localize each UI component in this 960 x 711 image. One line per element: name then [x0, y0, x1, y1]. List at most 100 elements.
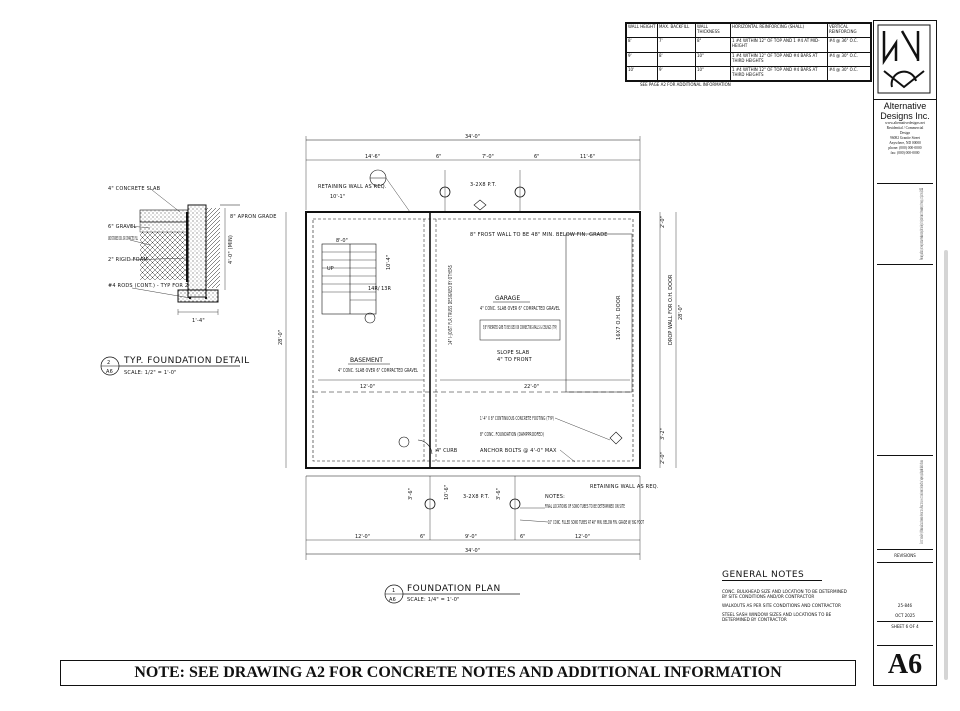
firerated-note: 5/8" FIRERATED GWB TO BE USED ON CONNECT… [483, 325, 557, 331]
retaining-bottom-label: RETAINING WALL AS REQ. [590, 484, 659, 490]
slope-label: SLOPE SLAB [497, 350, 530, 356]
curb-label: 4" CURB [436, 448, 458, 454]
general-notes: GENERAL NOTES CONC. BULKHEAD SIZE AND LO… [722, 570, 852, 626]
garage-door-zone [565, 233, 633, 393]
foundation-plan: 34'-0" 14'-6" 6" 7'-0" 6" 11'-6" [278, 134, 684, 604]
job-info: 25-846 OCT 2025 SHEET 6 OF 4 [877, 601, 933, 632]
basement-slab-label: 4" CONC. SLAB OVER 6" COMPACTED GRAVEL [338, 368, 418, 374]
bottom-dim: 12'-0" [575, 534, 590, 540]
detail-number: 2 [107, 360, 110, 366]
sheet-number: A6 [877, 645, 933, 684]
notes-line-2: 10" CONC. FILLED SONO TUBES AT 48" MIN. … [548, 520, 644, 526]
floor-truss-note: 14" I-JOIST FLR TRUSS DESIGNED BY OTHERS [448, 265, 454, 345]
foundation-note: 8" CONC. FOUNDATION (DAMPPROOFED) [480, 432, 544, 438]
detail-label: 4'-0" (MIN) [228, 235, 234, 264]
stair-risers: 14R/ 13R [368, 286, 391, 292]
garage-label: GARAGE [495, 295, 520, 302]
right-dim-seg: 3'-2" [660, 428, 666, 440]
wall-section [187, 204, 207, 298]
garage-dim: 22'-0" [524, 384, 539, 390]
general-note-item: WALKOUTS AS PER SITE CONDITIONS AND CONT… [722, 603, 841, 608]
job-number: 25-846 [897, 603, 913, 608]
stair-height: 10'-4" [386, 255, 392, 270]
top-dim: 11'-6" [580, 154, 595, 160]
job-date: OCT 2025 [895, 613, 915, 618]
side-dim: 3'-6" [408, 488, 414, 500]
sheet-of: SHEET 6 OF 4 [877, 621, 933, 632]
right-dim-seg: 2'-0" [660, 452, 666, 464]
firm-logo [874, 21, 936, 100]
left-dim: 28'-0" [278, 330, 284, 345]
plan-title: FOUNDATION PLAN [407, 584, 501, 594]
retaining-wall-dim: 10'-1" [330, 194, 345, 200]
detail-label: 8" APRON GRADE [230, 214, 277, 220]
firerated-note-box [479, 319, 561, 341]
bottom-dim: 6" [420, 534, 425, 540]
copyright-text: These drawings, specifications, and the … [919, 188, 924, 260]
schedule-row: 9' 8' 10" 1 #4 WITHIN 12" OF TOP AND #4 … [626, 51, 871, 67]
overall-dim-bottom: 34'-0" [465, 548, 480, 554]
detail-label: 2" RIGID FOAM [108, 257, 148, 263]
backfill-section [206, 208, 220, 288]
basement-dim: 12'-0" [360, 384, 375, 390]
schedule-cell: #4 @ 30" O.C. [827, 65, 871, 82]
stair-up: UP [327, 266, 334, 272]
firm-line: 96082 Granite Street [890, 136, 920, 140]
top-dim: 14'-6" [365, 154, 380, 160]
detail-label: #4 RODS (CONT.) - TYP FOR 2 [108, 283, 188, 289]
slab-section [139, 209, 189, 223]
side-dim: 10'-6" [444, 485, 450, 500]
firm-info: Alternative Designs Inc. www.alternative… [874, 101, 936, 156]
detail-scale: SCALE: 1/2" = 1'-0" [124, 370, 177, 376]
anchor-note: ANCHOR BOLTS @ 4'-0" MAX [480, 448, 557, 454]
garage-door-label: 16X7 O.H. DOOR [616, 295, 622, 340]
plan-sheet: A6 [389, 597, 396, 603]
frost-wall-label: 8" FROST WALL TO BE 48" MIN. BELOW FIN. … [470, 232, 608, 238]
firm-line: Residential / Commercial [886, 126, 924, 130]
detail-label: 6" GRAVEL [108, 224, 136, 230]
title-block: Alternative Designs Inc. www.alternative… [873, 20, 937, 686]
retaining-wall-label: RETAINING WALL AS REQ. [318, 184, 387, 190]
scrollbar[interactable] [944, 250, 948, 680]
notes-line-1: FINAL LOCATIONS OF SONO TUBES TO BE DETE… [545, 504, 625, 510]
bottom-dim: 6" [520, 534, 525, 540]
foundation-wall [305, 211, 641, 469]
plan-scale: SCALE: 1/4" = 1'-0" [407, 597, 460, 603]
basement-stairs: 8'-0" 10'-4" UP 14R/ 13R [321, 238, 392, 324]
firm-line: www.alternativedesigns.net [885, 121, 925, 125]
bottom-dim: 9'-0" [465, 534, 477, 540]
detail-sheet: A6 [106, 369, 113, 375]
schedule-row: 10' 9' 10" 1 #4 WITHIN 12" OF TOP AND #4… [626, 65, 871, 82]
footing-outline [312, 218, 634, 462]
copyright-notice: These drawings, specifications, and the … [877, 183, 933, 265]
basement-label: BASEMENT [350, 357, 383, 364]
notes-label: NOTES: [545, 494, 565, 500]
general-note-item: STEEL SASH WINDOW SIZES AND LOCATIONS TO… [722, 612, 832, 622]
contractor-text: Contractor to check & verify all dimensi… [919, 460, 924, 544]
schedule-note: SEE PAGE A2 FOR ADDITIONAL INFORMATION [640, 82, 731, 87]
drop-wall-note: DROP WALL FOR O.H. DOOR [668, 274, 674, 345]
right-dim-seg: 2'-0" [660, 216, 666, 228]
gravel-section [139, 221, 189, 233]
contractor-notice: Contractor to check & verify all dimensi… [877, 455, 933, 548]
detail-label: UNDISTURBED SOIL OR COMPACTED FILL [108, 236, 138, 242]
detail-title: TYP. FOUNDATION DETAIL [123, 356, 250, 366]
posts-top-label: 3-2X8 P.T. [470, 182, 496, 188]
footing-note: 1'-4" X 8" CONTINUOUS CONCRETE FOOTING (… [480, 416, 554, 422]
schedule-cell: 10' [626, 65, 658, 82]
firm-line: Design [899, 131, 911, 135]
revisions-label: REVISIONS [877, 549, 933, 563]
top-dim: 7'-0" [482, 154, 494, 160]
posts-bottom-label: 3-2X8 P.T. [463, 494, 489, 500]
firm-name-2: Designs Inc. [880, 111, 930, 121]
right-dim: 28'-0" [678, 305, 684, 320]
foundation-drawing: 4" CONCRETE SLAB 6" GRAVEL UNDISTURBED S… [100, 134, 684, 604]
side-dim: 3'-6" [496, 488, 502, 500]
slope-label-2: 4" TO FRONT [497, 357, 533, 363]
firm-line: fax: (000) 000-0000 [890, 151, 920, 155]
general-notes-title: GENERAL NOTES [722, 570, 822, 581]
wall-schedule: WALL HEIGHT MAX. BACKFILL WALL THICKNESS… [625, 22, 872, 82]
footing-section [177, 289, 219, 303]
overall-dim: 34'-0" [465, 134, 480, 140]
